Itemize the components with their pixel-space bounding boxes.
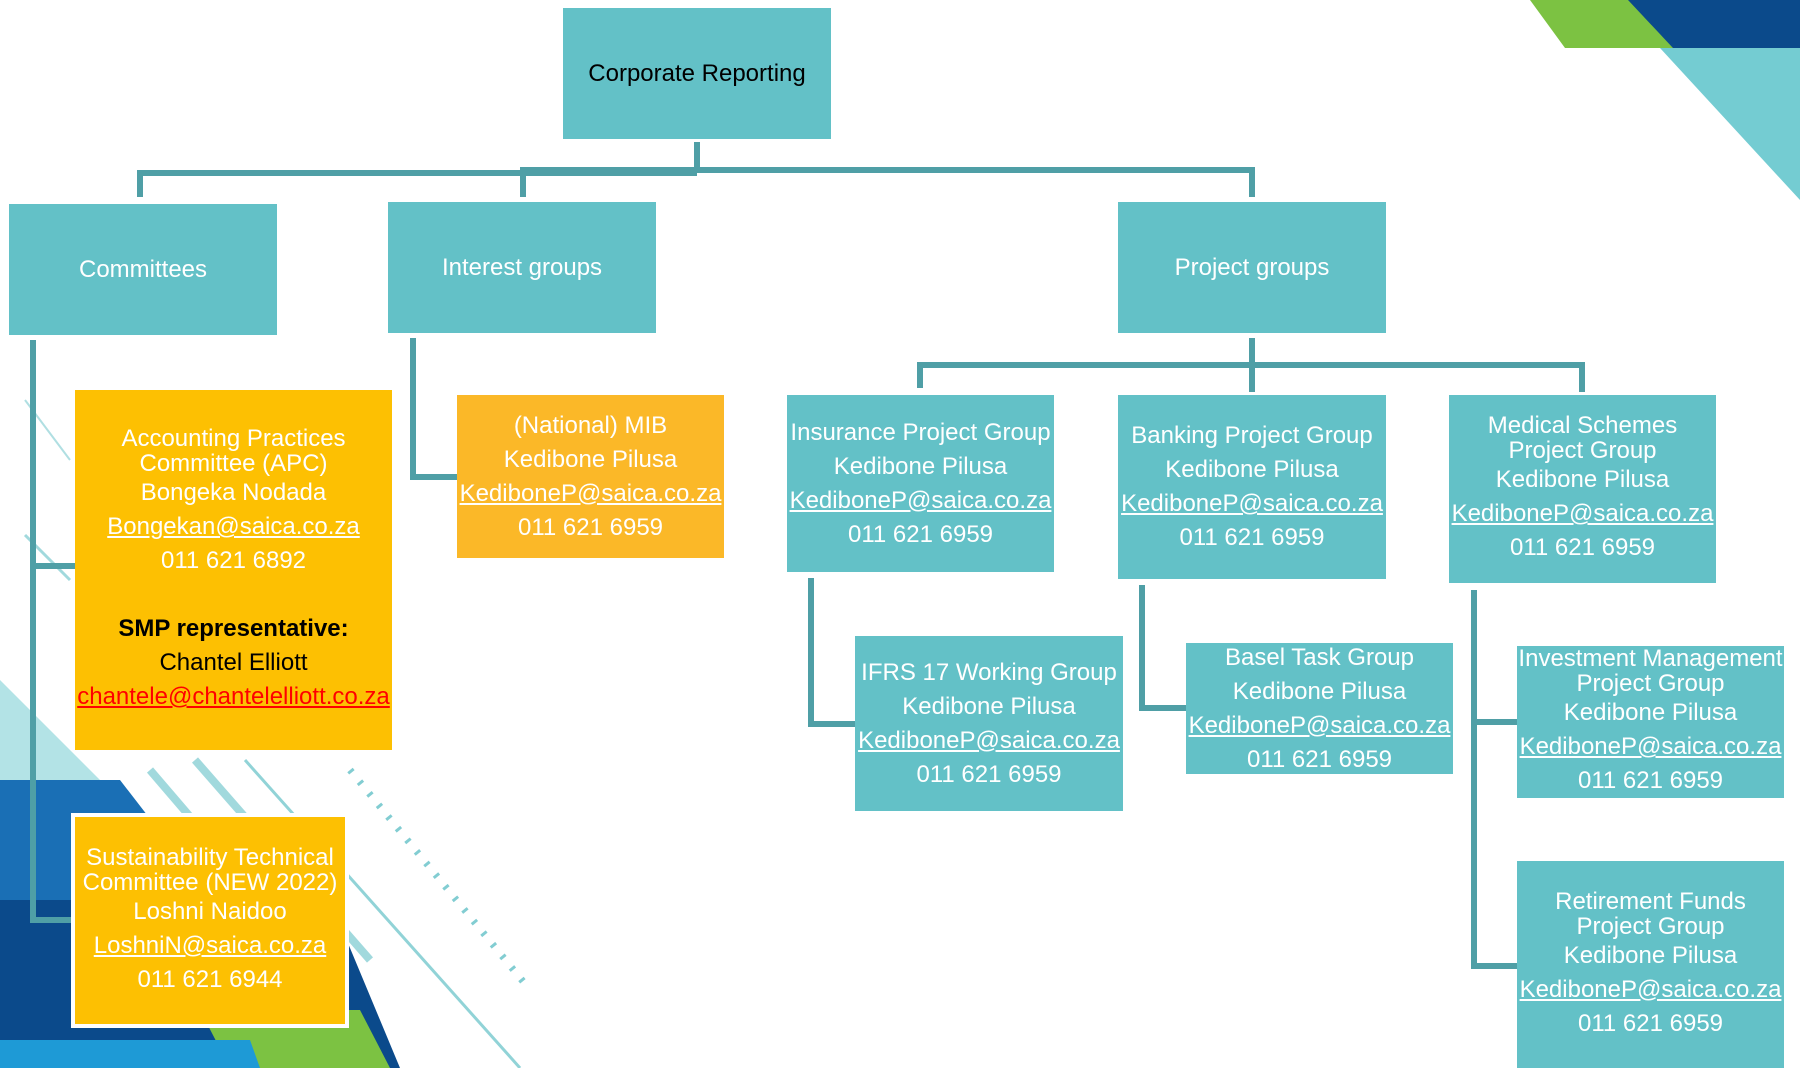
- node-sustainability-technical-committee: Sustainability Technical Committee (NEW …: [71, 813, 349, 1028]
- retirement-title: Retirement Funds Project Group: [1555, 887, 1746, 940]
- insurance-title: Insurance Project Group: [790, 418, 1051, 446]
- node-mib: (National) MIB Kedibone Pilusa KediboneP…: [457, 395, 724, 558]
- banking-contact-name: Kedibone Pilusa: [1165, 456, 1339, 483]
- basel-email-link[interactable]: KediboneP@saica.co.za: [1188, 711, 1451, 739]
- apc-title: Accounting Practices Committee (APC): [121, 425, 346, 477]
- retirement-phone: 011 621 6959: [1577, 1009, 1724, 1037]
- apc-contact-name: Bongeka Nodada: [140, 479, 327, 506]
- committees-title: Committees: [78, 256, 208, 283]
- node-project-groups: Project groups: [1118, 202, 1386, 333]
- mib-title: (National) MIB: [513, 411, 668, 439]
- investment-email-link[interactable]: KediboneP@saica.co.za: [1519, 733, 1782, 760]
- retirement-email-link[interactable]: KediboneP@saica.co.za: [1519, 975, 1782, 1003]
- ifrs17-title: IFRS 17 Working Group: [861, 658, 1117, 686]
- apc-email-link[interactable]: Bongekan@saica.co.za: [107, 513, 360, 540]
- basel-contact-name: Kedibone Pilusa: [1232, 677, 1407, 705]
- basel-title: Basel Task Group: [1225, 643, 1414, 671]
- investment-title: Investment Management Project Group: [1518, 645, 1783, 697]
- medical-email-link[interactable]: KediboneP@saica.co.za: [1451, 500, 1714, 527]
- stc-title: Sustainability Technical Committee (NEW …: [82, 843, 338, 896]
- banking-email-link[interactable]: KediboneP@saica.co.za: [1121, 490, 1383, 517]
- investment-phone: 011 621 6959: [1577, 767, 1724, 794]
- ifrs17-email-link[interactable]: KediboneP@saica.co.za: [858, 726, 1120, 754]
- node-medical-schemes-project-group: Medical Schemes Project Group Kedibone P…: [1449, 395, 1716, 583]
- insurance-contact-name: Kedibone Pilusa: [833, 452, 1008, 480]
- insurance-phone: 011 621 6959: [847, 520, 994, 548]
- stc-phone: 011 621 6944: [137, 965, 283, 993]
- banking-title: Banking Project Group: [1131, 422, 1373, 449]
- investment-contact-name: Kedibone Pilusa: [1563, 699, 1738, 726]
- retirement-contact-name: Kedibone Pilusa: [1563, 941, 1738, 969]
- root-title: Corporate Reporting: [588, 60, 806, 87]
- node-insurance-project-group: Insurance Project Group Kedibone Pilusa …: [787, 395, 1054, 572]
- mib-phone: 011 621 6959: [517, 513, 664, 541]
- smp-representative-name: Chantel Elliott: [159, 649, 308, 676]
- medical-contact-name: Kedibone Pilusa: [1495, 466, 1670, 493]
- project-groups-title: Project groups: [1174, 254, 1330, 281]
- mib-email-link[interactable]: KediboneP@saica.co.za: [459, 479, 722, 507]
- ifrs17-contact-name: Kedibone Pilusa: [902, 692, 1076, 720]
- smp-representative-label: SMP representative:: [118, 615, 349, 642]
- node-committees: Committees: [9, 204, 277, 335]
- node-investment-management-project-group: Investment Management Project Group Kedi…: [1517, 646, 1784, 798]
- node-basel-task-group: Basel Task Group Kedibone Pilusa Kedibon…: [1186, 643, 1453, 774]
- banking-phone: 011 621 6959: [1179, 524, 1325, 551]
- stc-contact-name: Loshni Naidoo: [133, 897, 287, 925]
- insurance-email-link[interactable]: KediboneP@saica.co.za: [789, 486, 1052, 514]
- mib-contact-name: Kedibone Pilusa: [503, 445, 678, 473]
- node-apc: Accounting Practices Committee (APC) Bon…: [75, 390, 392, 750]
- smp-email-link[interactable]: chantele@chantelelliott.co.za: [77, 683, 390, 710]
- root-node-corporate-reporting: Corporate Reporting: [563, 8, 831, 139]
- node-retirement-funds-project-group: Retirement Funds Project Group Kedibone …: [1517, 861, 1784, 1068]
- node-ifrs17-working-group: IFRS 17 Working Group Kedibone Pilusa Ke…: [855, 636, 1123, 811]
- node-interest-groups: Interest groups: [388, 202, 656, 333]
- node-banking-project-group: Banking Project Group Kedibone Pilusa Ke…: [1118, 395, 1386, 579]
- medical-phone: 011 621 6959: [1509, 534, 1656, 561]
- ifrs17-phone: 011 621 6959: [916, 760, 1062, 788]
- stc-email-link[interactable]: LoshniN@saica.co.za: [93, 931, 327, 959]
- interest-groups-title: Interest groups: [441, 254, 603, 281]
- medical-title: Medical Schemes Project Group: [1487, 412, 1678, 464]
- apc-phone: 011 621 6892: [160, 547, 307, 574]
- basel-phone: 011 621 6959: [1246, 745, 1393, 773]
